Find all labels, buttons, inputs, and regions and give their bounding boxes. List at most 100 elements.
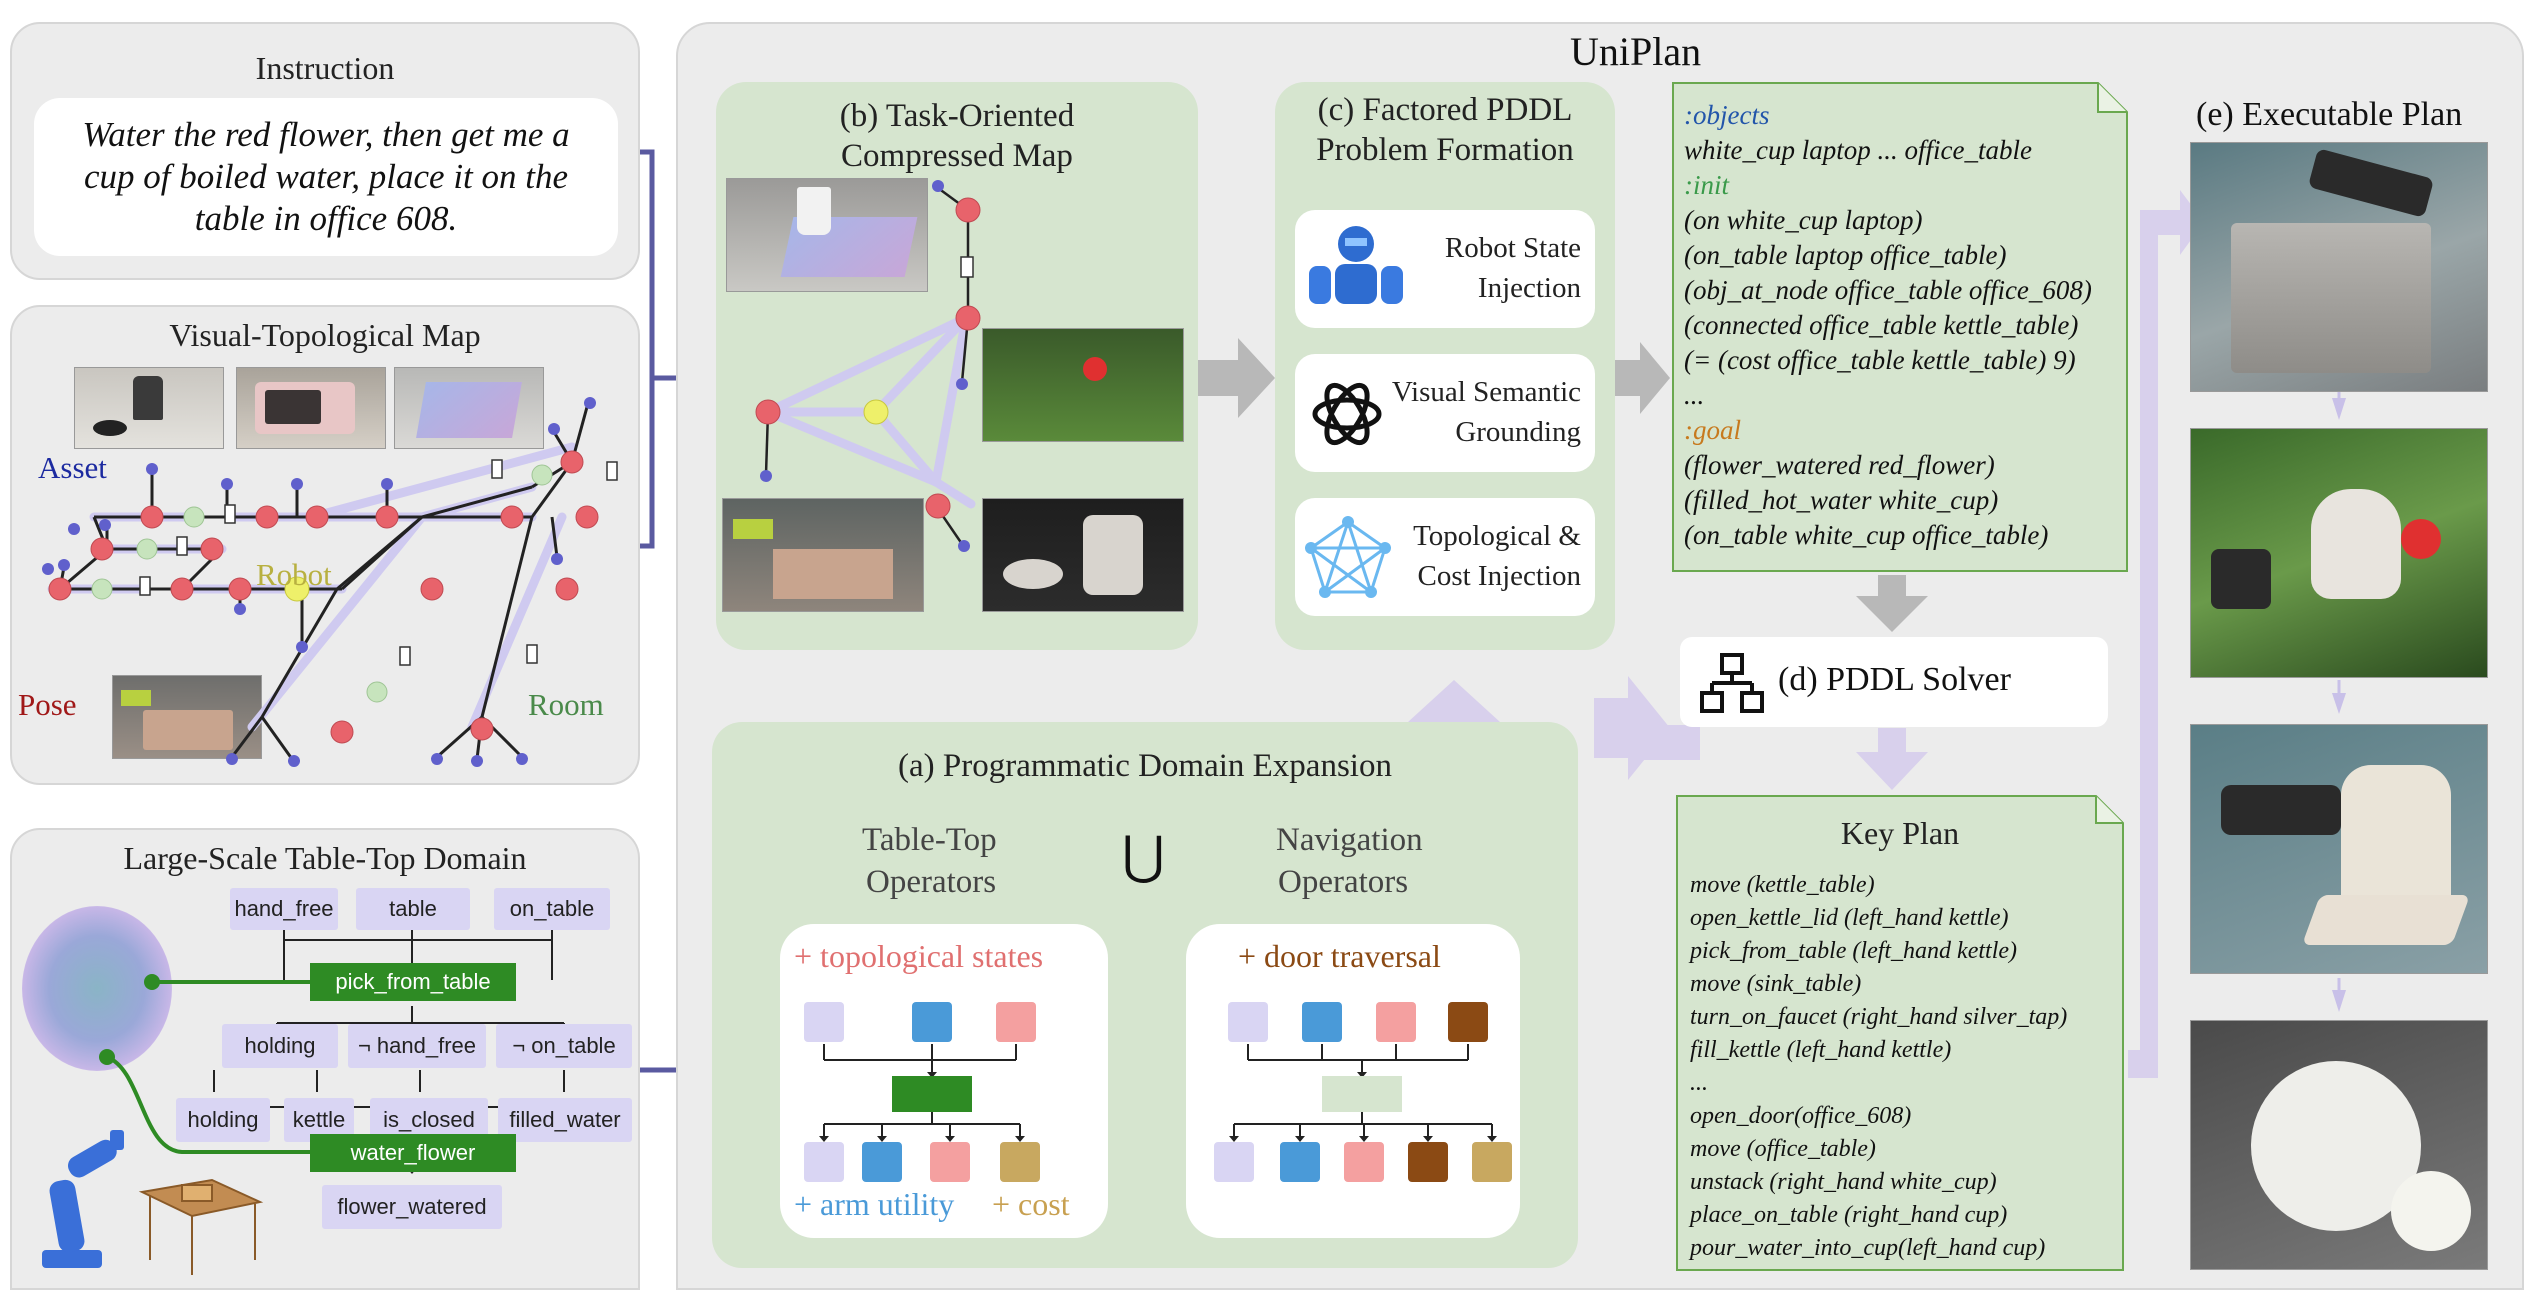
nav-effect-blue [1280, 1142, 1320, 1182]
nav-state-lavender [1228, 1002, 1268, 1042]
tabletop-domain-panel: Large-Scale Table-Top Domain [10, 828, 640, 1290]
exec-photo-flower [2190, 428, 2488, 678]
exec-photo-kettle [2190, 724, 2488, 974]
instruction-box: Water the red flower, then get me a cup … [34, 98, 618, 256]
effect-square-blue [862, 1142, 902, 1182]
pred-hand-free: hand_free [230, 888, 338, 930]
compressed-map-panel: (b) Task-Oriented Compressed Map [716, 82, 1198, 650]
op-water-flower: water_flower [310, 1134, 516, 1172]
map-photo-sink [722, 498, 924, 612]
gpt-icon [1305, 372, 1389, 456]
nav-ops-card: + door traversal [1186, 924, 1520, 1238]
plan-step: open_door(office_608) [1690, 1103, 1912, 1129]
robot-state-line2: Injection [1477, 272, 1581, 304]
operator-bar-green [892, 1076, 972, 1112]
nav-ops-label-2: Operators [1278, 864, 1409, 900]
label-pose: Pose [18, 687, 77, 722]
tabletop-ops-label-1: Table-Top [862, 822, 997, 858]
cost-label: + cost [992, 1186, 1070, 1222]
tabletop-domain-title: Large-Scale Table-Top Domain [123, 840, 527, 876]
goal-line: (on_table white_cup office_table) [1684, 520, 2049, 550]
init-keyword: :init [1684, 170, 1729, 200]
vt-map-title: Visual-Topological Map [169, 317, 481, 353]
label-robot: Robot [256, 557, 332, 592]
pred-not-on-table: ¬ on_table [496, 1024, 632, 1068]
plan-step: place_on_table (right_hand cup) [1690, 1202, 2008, 1228]
label-asset: Asset [38, 450, 107, 485]
map-photo-kettle [982, 498, 1184, 612]
nav-state-brown [1448, 1002, 1488, 1042]
effect-square-pink [930, 1142, 970, 1182]
factored-title-1: (c) Factored PDDL [1317, 92, 1573, 128]
pddl-solver-label: (d) PDDL Solver [1778, 661, 2011, 698]
pred-filled-water: filled_water [498, 1098, 632, 1142]
nav-effect-pink [1344, 1142, 1384, 1182]
key-plan-title: Key Plan [1840, 815, 1960, 851]
exec-photo-faucet [2190, 142, 2488, 392]
plan-step: fill_kettle (left_hand kettle) [1690, 1037, 1952, 1063]
tabletop-connectors [42, 910, 569, 1275]
init-line: (= (cost office_table kettle_table) 9) [1684, 345, 2076, 375]
state-square-pink [996, 1002, 1036, 1042]
plan-step: open_kettle_lid (left_hand kettle) [1690, 905, 2009, 931]
instruction-title: Instruction [255, 50, 395, 86]
goal-line: (filled_hot_water white_cup) [1684, 485, 1999, 515]
exec-photo-pour [2190, 1020, 2488, 1270]
factored-title-2: Problem Formation [1316, 132, 1574, 168]
compressed-graph [755, 180, 981, 552]
init-line: ... [1684, 380, 1705, 410]
pred-holding: holding [222, 1024, 338, 1068]
instruction-text: Water the red flower, then get me a cup … [82, 115, 570, 238]
plan-step: ... [1690, 1070, 1708, 1096]
factored-panel: (c) Factored PDDL Problem Formation Robo… [1275, 82, 1615, 650]
domain-expansion-title: (a) Programmatic Domain Expansion [898, 748, 1392, 784]
pred-table: table [356, 888, 470, 930]
pddl-solver-box: (d) PDDL Solver [1680, 637, 2108, 727]
goal-line: (flower_watered red_flower) [1684, 450, 1995, 480]
domain-expansion-panel: (a) Programmatic Domain Expansion Table-… [712, 722, 1578, 1268]
map-photo-cup-laptop [726, 178, 928, 292]
arm-utility-label: + arm utility [794, 1186, 955, 1222]
nav-operator-bar [1322, 1076, 1402, 1112]
uniplan-title: UniPlan [1570, 29, 1702, 74]
goal-keyword: :goal [1684, 415, 1741, 445]
pred-flower-watered: flower_watered [322, 1185, 502, 1229]
hierarchy-icon [1700, 653, 1764, 713]
topo-cost-line2: Cost Injection [1417, 560, 1581, 592]
asset-photo-microwave [236, 367, 386, 449]
visual-grounding-line2: Grounding [1455, 416, 1581, 448]
tabletop-ops-label-2: Operators [866, 864, 997, 900]
label-room: Room [528, 687, 604, 722]
visual-grounding-line1: Visual Semantic [1391, 376, 1581, 408]
nav-ops-label-1: Navigation [1276, 822, 1423, 858]
nav-state-blue [1302, 1002, 1342, 1042]
plan-step: pour_water_into_cup(left_hand cup) [1690, 1235, 2046, 1261]
pred-on-table: on_table [494, 888, 610, 930]
nav-effect-tan [1472, 1142, 1512, 1182]
tabletop-ops-card: + topological states + arm utility + cos… [780, 924, 1108, 1238]
effect-square-lavender [804, 1142, 844, 1182]
asset-photo-trashcan [74, 367, 224, 449]
op-pick-from-table: pick_from_table [310, 963, 516, 1001]
pred-holding-2: holding [176, 1098, 270, 1142]
nav-state-pink [1376, 1002, 1416, 1042]
topological-graph [42, 397, 618, 767]
union-symbol: ⋃ [1122, 828, 1165, 885]
plan-step: move (sink_table) [1690, 971, 1862, 997]
compressed-map-title-2: Compressed Map [841, 138, 1073, 174]
plan-step: turn_on_faucet (right_hand silver_tap) [1690, 1004, 2068, 1030]
topo-cost-line1: Topological & [1413, 520, 1581, 552]
network-icon [1303, 514, 1393, 604]
state-square-lavender [804, 1002, 844, 1042]
plan-step: move (kettle_table) [1690, 872, 1875, 898]
door-traversal-label: + door traversal [1238, 938, 1441, 974]
state-square-blue [912, 1002, 952, 1042]
exec-plan-title: (e) Executable Plan [2196, 96, 2463, 133]
pose-photo-sink [112, 675, 262, 759]
topo-states-label: + topological states [794, 938, 1044, 974]
pddl-problem-doc: :objects white_cup laptop ... office_tab… [1672, 82, 2128, 572]
robot-icon [1301, 222, 1411, 318]
compressed-map-title-1: (b) Task-Oriented [839, 98, 1075, 134]
plan-step: pick_from_table (left_hand kettle) [1690, 938, 2018, 964]
objects-list: white_cup laptop ... office_table [1684, 135, 2032, 165]
